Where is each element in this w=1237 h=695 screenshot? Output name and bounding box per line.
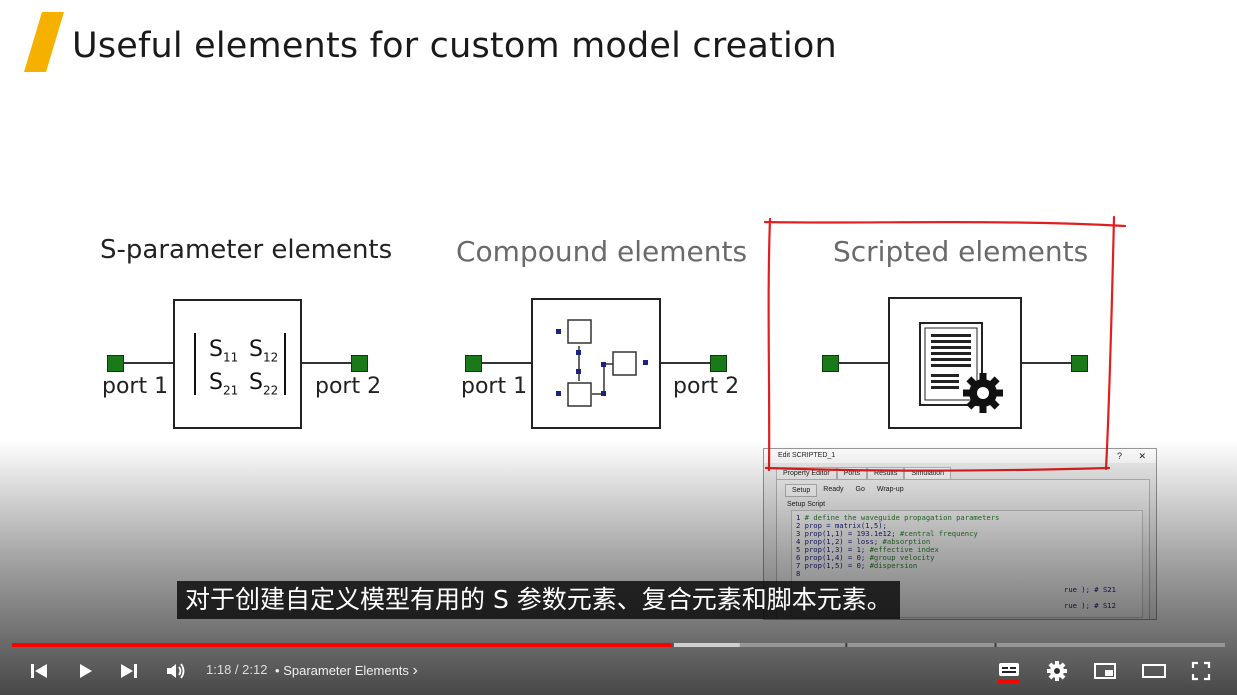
script-subtabs: Setup Ready Go Wrap-up	[785, 484, 1149, 497]
chapter-marker	[994, 643, 997, 647]
setup-script-label: Setup Script	[787, 501, 826, 508]
next-icon	[121, 664, 137, 678]
fullscreen-icon	[1191, 661, 1211, 681]
title-accent-slash	[24, 12, 64, 72]
wire	[481, 362, 533, 364]
wire	[1022, 362, 1072, 364]
volume-icon	[167, 663, 185, 679]
matrix-entry-s21: S21	[209, 370, 239, 398]
port-label-right: port 2	[673, 374, 740, 399]
section-title-sparameter: S-parameter elements	[100, 235, 393, 265]
port-label-right: port 2	[315, 374, 382, 399]
settings-button[interactable]	[1043, 652, 1071, 690]
tab-ports[interactable]: Ports	[836, 467, 868, 479]
tab-simulation[interactable]: Simulation	[904, 467, 952, 479]
player-controls	[0, 652, 1237, 690]
play-button[interactable]	[72, 652, 98, 690]
next-button[interactable]	[116, 652, 142, 690]
miniplayer-button[interactable]	[1091, 652, 1119, 690]
wire	[661, 362, 711, 364]
subtitles-button[interactable]	[994, 652, 1024, 690]
help-button[interactable]: ?	[1116, 451, 1122, 461]
port-label-left: port 1	[461, 374, 528, 399]
close-button[interactable]: ✕	[1138, 451, 1146, 461]
section-title-scripted: Scripted elements	[833, 235, 1089, 268]
subtab-wrap-up[interactable]: Wrap-up	[876, 486, 904, 493]
volume-button[interactable]	[162, 652, 190, 690]
dialog-title: Edit SCRIPTED_1	[778, 452, 836, 459]
theater-mode-icon	[1142, 664, 1166, 678]
matrix-bracket-left	[194, 333, 196, 395]
compound-subelements-icon	[556, 319, 648, 407]
compound-block	[531, 298, 661, 429]
chapter-bullet: •	[275, 663, 280, 678]
matrix-entry-s22: S22	[249, 370, 279, 398]
subtab-go[interactable]: Go	[855, 486, 865, 493]
port-terminal-right	[351, 355, 368, 372]
chapter-marker	[845, 643, 848, 647]
wire	[123, 362, 174, 364]
chapter-button[interactable]: • Sparameter Elements ›	[275, 662, 418, 680]
dialog-titlebar: Edit SCRIPTED_1 ? ✕	[764, 449, 1156, 463]
section-title-compound: Compound elements	[456, 235, 748, 268]
previous-icon	[31, 664, 47, 678]
code-line: 8	[796, 569, 801, 578]
subtitle-caption: 对于创建自定义模型有用的 S 参数元素、复合元素和脚本元素。	[177, 581, 900, 619]
miniplayer-icon	[1094, 663, 1116, 679]
time-display: 1:18 / 2:12	[206, 662, 267, 677]
code-fragment-s21: rue ); # S21	[1064, 585, 1116, 594]
chapter-title: Sparameter Elements	[283, 663, 409, 678]
port-terminal-right	[710, 355, 727, 372]
settings-gear-icon	[1047, 661, 1067, 681]
time-separator: /	[231, 662, 243, 677]
subtab-ready[interactable]: Ready	[823, 486, 844, 493]
subtab-setup[interactable]: Setup	[785, 484, 818, 497]
previous-button[interactable]	[26, 652, 52, 690]
matrix-entry-s11: S11	[209, 337, 239, 365]
port-terminal-right	[1071, 355, 1088, 372]
matrix-bracket-right	[284, 333, 286, 395]
progress-bar[interactable]	[12, 643, 1225, 647]
wire	[838, 362, 889, 364]
script-document-gear-icon	[919, 322, 1003, 413]
slide-title: Useful elements for custom model creatio…	[72, 26, 837, 66]
tab-results[interactable]: Results	[867, 467, 905, 479]
time-current: 1:18	[206, 662, 232, 677]
theater-mode-button[interactable]	[1139, 652, 1169, 690]
subtitles-icon	[998, 663, 1020, 683]
port-label-left: port 1	[102, 374, 169, 399]
play-icon	[80, 664, 92, 678]
wire	[302, 362, 352, 364]
dialog-tabs: Property Editor Ports Results Simulation	[776, 467, 1156, 479]
port-terminal-left	[822, 355, 839, 372]
fullscreen-button[interactable]	[1187, 652, 1215, 690]
tab-property-editor[interactable]: Property Editor	[776, 467, 837, 479]
chevron-right-icon: ›	[412, 662, 418, 679]
matrix-entry-s12: S12	[249, 337, 279, 365]
code-fragment-s12: rue ); # S12	[1064, 601, 1116, 610]
port-terminal-left	[465, 355, 482, 372]
code-line: 7 prop(1,5) = 0; #dispersion	[796, 561, 918, 570]
time-total: 2:12	[242, 662, 268, 677]
port-terminal-left	[107, 355, 124, 372]
chapter-marker	[671, 643, 674, 647]
